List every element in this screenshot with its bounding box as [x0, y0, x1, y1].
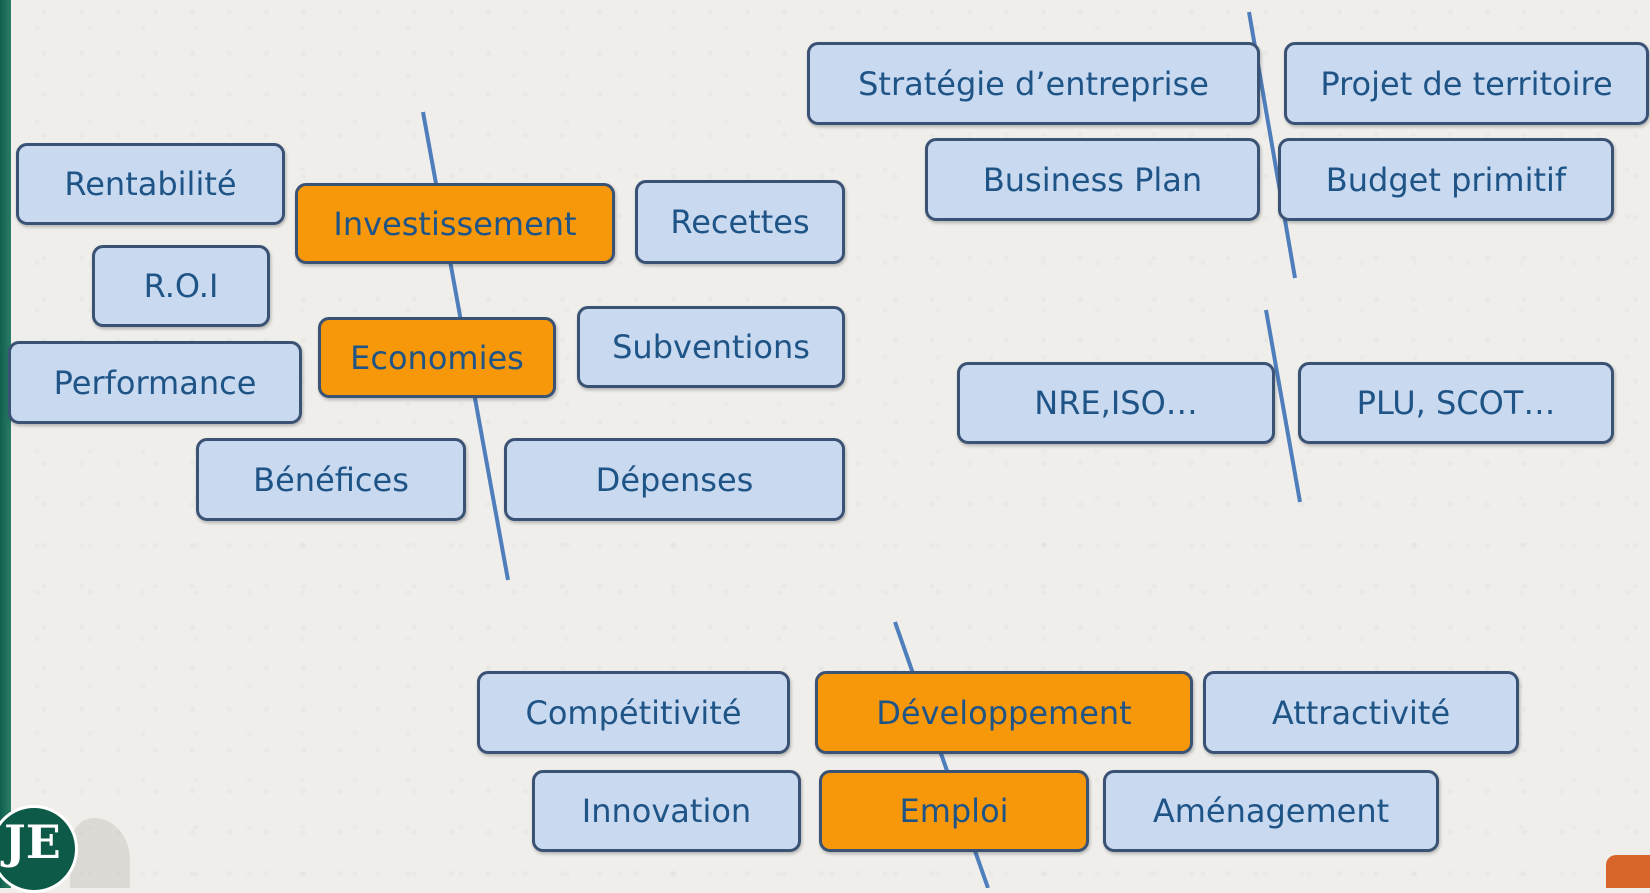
node-label: NRE,ISO… — [1034, 384, 1198, 422]
node-investissement: Investissement — [295, 183, 615, 264]
node-strategie-entreprise: Stratégie d’entreprise — [807, 42, 1260, 125]
node-label: Investissement — [333, 204, 577, 243]
node-label: Recettes — [670, 203, 810, 241]
node-label: Compétitivité — [525, 693, 742, 732]
node-recettes: Recettes — [635, 180, 845, 264]
node-attractivite: Attractivité — [1203, 671, 1519, 754]
node-label: Aménagement — [1152, 792, 1390, 830]
node-label: Dépenses — [595, 460, 754, 499]
node-label: Performance — [53, 363, 257, 402]
logo-text: JE — [4, 815, 61, 869]
node-depenses: Dépenses — [504, 438, 845, 521]
node-label: Innovation — [581, 792, 752, 830]
node-projet-territoire: Projet de territoire — [1284, 42, 1649, 125]
node-subventions: Subventions — [577, 306, 845, 388]
node-label: Projet de territoire — [1320, 64, 1613, 103]
node-label: Rentabilité — [64, 165, 237, 203]
left-accent-bar — [0, 0, 11, 888]
node-benefices: Bénéfices — [196, 438, 466, 521]
node-label: Budget primitif — [1325, 160, 1567, 199]
node-nre-iso: NRE,ISO… — [957, 362, 1275, 444]
node-label: Stratégie d’entreprise — [858, 64, 1209, 103]
node-label: Emploi — [899, 792, 1009, 830]
node-label: Subventions — [612, 328, 810, 366]
node-competitivite: Compétitivité — [477, 671, 790, 754]
node-label: Business Plan — [982, 160, 1203, 199]
node-developpement: Développement — [815, 671, 1193, 754]
node-label: R.O.I — [143, 267, 219, 305]
node-amenagement: Aménagement — [1103, 770, 1439, 852]
node-label: Attractivité — [1271, 693, 1451, 732]
node-label: Economies — [350, 338, 524, 377]
node-label: PLU, SCOT… — [1356, 384, 1556, 422]
node-performance: Performance — [8, 341, 302, 424]
node-plu-scot: PLU, SCOT… — [1298, 362, 1614, 444]
node-label: Développement — [876, 693, 1132, 732]
node-rentabilite: Rentabilité — [16, 143, 285, 225]
node-innovation: Innovation — [532, 770, 801, 852]
node-label: Bénéfices — [253, 460, 409, 499]
node-roi: R.O.I — [92, 245, 270, 327]
node-emploi: Emploi — [819, 770, 1089, 852]
node-budget-primitif: Budget primitif — [1278, 138, 1614, 221]
node-economies: Economies — [318, 317, 556, 398]
corner-decoration — [1606, 855, 1650, 888]
norms-divider-line — [1264, 309, 1302, 503]
node-business-plan: Business Plan — [925, 138, 1260, 221]
